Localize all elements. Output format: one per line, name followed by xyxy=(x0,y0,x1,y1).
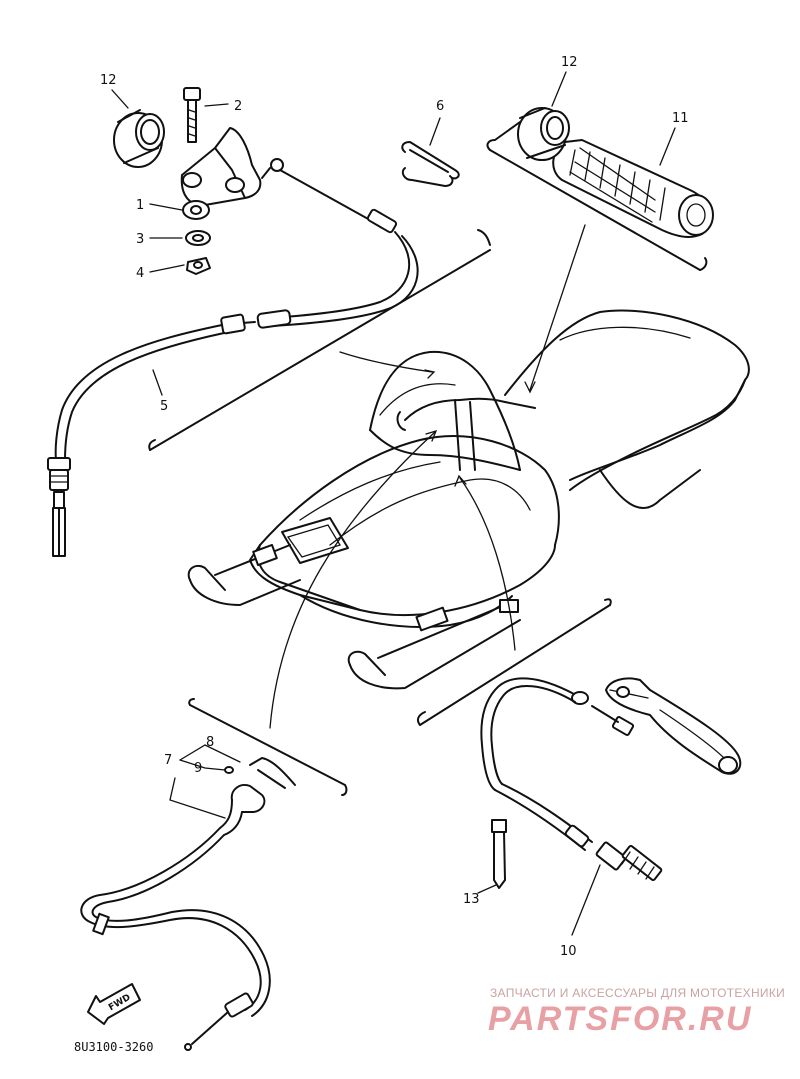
forward-arrow-icon: FWD xyxy=(87,983,141,1025)
label-6: 6 xyxy=(436,99,444,114)
drawing-code: 8U3100-3260 xyxy=(74,1040,153,1054)
pointer-curves xyxy=(269,224,586,729)
label-1: 1 xyxy=(136,198,144,213)
leader-lines xyxy=(111,71,676,936)
switch-assembly-part-7 xyxy=(80,757,296,1051)
grip-ring-part-12-left xyxy=(113,109,165,168)
grip-ring-part-12-right xyxy=(517,107,570,161)
clip-part-6 xyxy=(401,141,460,187)
label-12-right: 12 xyxy=(561,55,578,70)
throttle-cable-part-5 xyxy=(47,158,419,557)
part-labels: 12 2 1 3 4 5 6 12 11 7 8 9 13 10 xyxy=(100,55,689,959)
watermark-logo: PARTSFOR.RU xyxy=(488,1000,752,1038)
label-11: 11 xyxy=(672,111,689,126)
zone-outlines xyxy=(148,121,708,796)
snowmobile-body xyxy=(187,309,750,690)
lever-bracket-part-1 xyxy=(180,127,262,220)
brake-cable-part-10 xyxy=(480,677,663,882)
label-12-left: 12 xyxy=(100,73,117,88)
watermark-caption: ЗАПЧАСТИ И АКСЕССУАРЫ ДЛЯ МОТОТЕХНИКИ xyxy=(490,986,785,1000)
label-5: 5 xyxy=(160,399,168,414)
label-7: 7 xyxy=(164,753,172,768)
nut-part-4 xyxy=(186,257,211,275)
cable-clip-part-13 xyxy=(491,819,507,889)
label-9: 9 xyxy=(194,761,202,776)
label-4: 4 xyxy=(136,266,144,281)
label-2: 2 xyxy=(234,99,242,114)
bolt-part-2 xyxy=(183,87,201,143)
label-13: 13 xyxy=(463,892,480,907)
watermark: ЗАПЧАСТИ И АКСЕССУАРЫ ДЛЯ МОТОТЕХНИКИ PA… xyxy=(488,986,785,1038)
brake-lever xyxy=(605,677,742,775)
washer-part-3 xyxy=(185,230,211,246)
label-10: 10 xyxy=(560,944,577,959)
label-8: 8 xyxy=(206,735,214,750)
label-3: 3 xyxy=(136,232,144,247)
grip-part-11 xyxy=(552,139,714,238)
